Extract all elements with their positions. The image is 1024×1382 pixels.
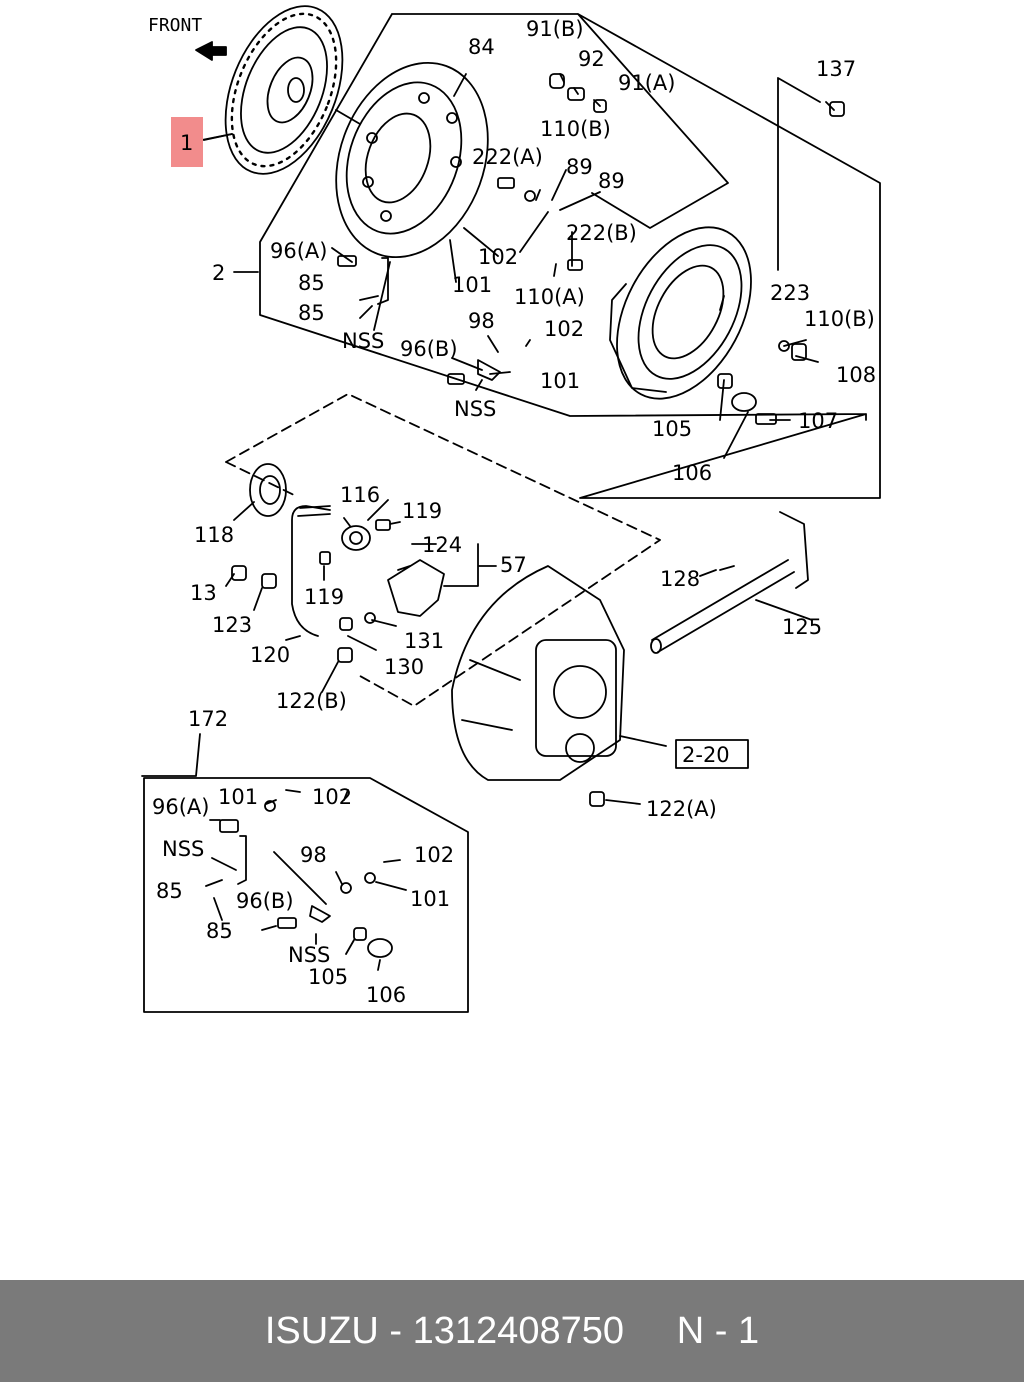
label-nss-a[interactable]: NSS — [342, 329, 384, 353]
flywheel-plate — [609, 226, 752, 400]
label-nss-b[interactable]: NSS — [454, 397, 496, 421]
label-123[interactable]: 123 — [212, 613, 252, 637]
label-222b[interactable]: 222(B) — [566, 221, 637, 245]
label-107[interactable]: 107 — [798, 409, 838, 433]
part-1-highlight — [171, 117, 203, 167]
pressure-plate — [335, 61, 489, 259]
label-89-a[interactable]: 89 — [566, 155, 593, 179]
inset-label-102-b[interactable]: 102 — [414, 843, 454, 867]
label-124[interactable]: 124 — [422, 533, 462, 557]
label-122b[interactable]: 122(B) — [276, 689, 347, 713]
inset-label-98[interactable]: 98 — [300, 843, 327, 867]
inset-label-101[interactable]: 101 — [218, 785, 258, 809]
label-222a-top[interactable]: 222(A) — [472, 145, 543, 169]
label-101-top[interactable]: 101 — [452, 273, 492, 297]
part-137-bracket — [777, 77, 821, 271]
label-122a[interactable]: 122(A) — [646, 797, 717, 821]
label-92[interactable]: 92 — [578, 47, 605, 71]
highlight-leader — [201, 133, 233, 141]
label-85-a[interactable]: 85 — [298, 271, 325, 295]
label-85-b[interactable]: 85 — [298, 301, 325, 325]
leader-lines-top — [203, 73, 835, 459]
inset-label-nss-a[interactable]: NSS — [162, 837, 204, 861]
label-110a[interactable]: 110(A) — [514, 285, 585, 309]
leader-lines-inset — [205, 789, 407, 971]
front-label: FRONT — [148, 15, 202, 36]
inset-label-nss-b[interactable]: NSS — [288, 943, 330, 967]
inset-label-101-b[interactable]: 101 — [410, 887, 450, 911]
seal — [249, 463, 287, 517]
clutch-disc — [224, 5, 344, 175]
label-125[interactable]: 125 — [782, 615, 822, 639]
small-parts-middle — [231, 565, 735, 807]
label-118[interactable]: 118 — [194, 523, 234, 547]
label-96b-top[interactable]: 96(B) — [400, 337, 458, 361]
label-119-a[interactable]: 119 — [402, 499, 442, 523]
front-arrow-icon — [195, 41, 227, 61]
inset-label-106[interactable]: 106 — [366, 983, 406, 1007]
connector — [319, 519, 391, 565]
part-number-footer: ISUZU - 1312408750 N - 1 — [0, 1280, 1024, 1382]
label-108[interactable]: 108 — [836, 363, 876, 387]
release-shaft — [651, 511, 809, 653]
label-101-mid[interactable]: 101 — [540, 369, 580, 393]
label-120[interactable]: 120 — [250, 643, 290, 667]
label-137[interactable]: 137 — [816, 57, 856, 81]
label-1[interactable]: 1 — [180, 131, 193, 155]
label-128[interactable]: 128 — [660, 567, 700, 591]
inset-172-outline — [143, 777, 469, 1013]
inset-label-85-a[interactable]: 85 — [156, 879, 183, 903]
label-89-b[interactable]: 89 — [598, 169, 625, 193]
label-130[interactable]: 130 — [384, 655, 424, 679]
label-106-top[interactable]: 106 — [672, 461, 712, 485]
label-102-top[interactable]: 102 — [478, 245, 518, 269]
bell-housing — [451, 565, 625, 781]
slave-cylinder — [387, 559, 445, 617]
part-number-text: ISUZU - 1312408750 N - 1 — [264, 1309, 760, 1352]
label-91b[interactable]: 91(B) — [526, 17, 584, 41]
assembly-2-outline — [259, 13, 881, 499]
clutch-parts-diagram: FRONT 1 84 91(B) 92 91(A) 137 110(B) 222… — [141, 5, 881, 1013]
label-172[interactable]: 172 — [188, 707, 228, 731]
label-102-mid[interactable]: 102 — [544, 317, 584, 341]
label-105-top[interactable]: 105 — [652, 417, 692, 441]
middle-group-outline — [225, 393, 661, 707]
label-96a-top[interactable]: 96(A) — [270, 239, 327, 263]
label-13[interactable]: 13 — [190, 581, 217, 605]
inset-label-85-b[interactable]: 85 — [206, 919, 233, 943]
inset-label-105[interactable]: 105 — [308, 965, 348, 989]
label-110b-right[interactable]: 110(B) — [804, 307, 875, 331]
label-119-b[interactable]: 119 — [304, 585, 344, 609]
inset-parts — [219, 800, 393, 958]
label-116[interactable]: 116 — [340, 483, 380, 507]
label-223[interactable]: 223 — [770, 281, 810, 305]
small-parts-top — [337, 73, 845, 425]
label-84[interactable]: 84 — [468, 35, 495, 59]
label-2[interactable]: 2 — [212, 261, 225, 285]
label-98-top[interactable]: 98 — [468, 309, 495, 333]
inset-label-96b[interactable]: 96(B) — [236, 889, 294, 913]
label-91a[interactable]: 91(A) — [618, 71, 675, 95]
hose — [291, 505, 331, 637]
label-131[interactable]: 131 — [404, 629, 444, 653]
label-2-20[interactable]: 2-20 — [682, 743, 730, 767]
inset-label-96a[interactable]: 96(A) — [152, 795, 209, 819]
leader-lines-middle — [141, 499, 813, 805]
inset-label-102-a[interactable]: 102 — [312, 785, 352, 809]
label-110b-top[interactable]: 110(B) — [540, 117, 611, 141]
ref-box-2-20 — [675, 739, 749, 769]
label-57[interactable]: 57 — [500, 553, 527, 577]
